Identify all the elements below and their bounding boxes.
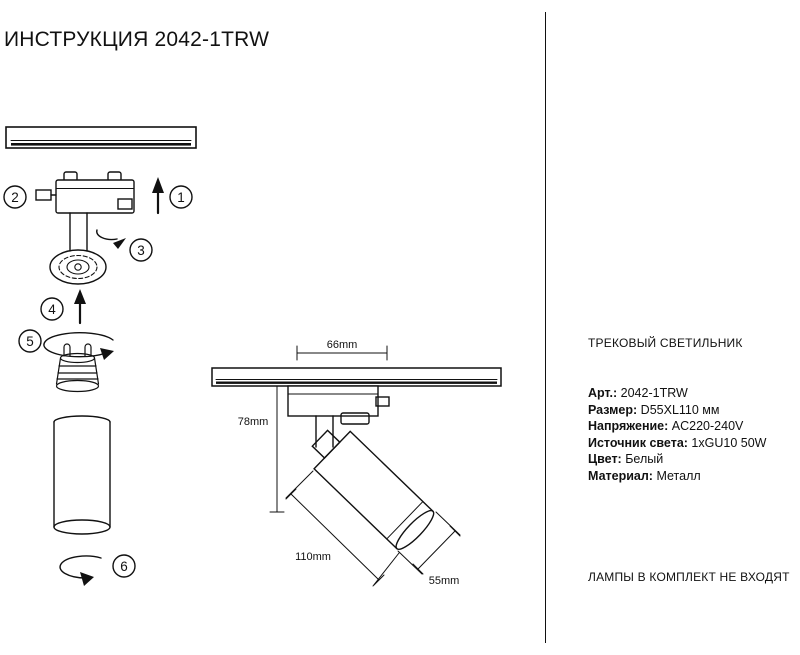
step-4-number: 4 — [48, 302, 56, 317]
step-6-number: 6 — [120, 559, 128, 574]
spec-label: Арт.: — [588, 386, 618, 400]
step-badges: 1 2 3 4 5 6 — [3, 185, 193, 578]
spec-label: Источник света: — [588, 435, 688, 450]
spec-label: Цвет: — [588, 452, 622, 466]
spec-row-color: Цвет: Белый — [588, 451, 766, 468]
spec-label: Материал: — [588, 468, 653, 483]
dim-55mm-label: 55mm — [429, 575, 460, 587]
spec-row-voltage: Напряжение: AC220-240V — [588, 418, 766, 435]
spec-value: D55XL110 мм — [640, 402, 720, 417]
lamp-body-drawing — [53, 415, 111, 535]
step-1-number: 1 — [177, 190, 185, 205]
product-type: ТРЕКОВЫЙ СВЕТИЛЬНИК — [588, 336, 743, 350]
arrow-rotate-step3-icon — [96, 229, 126, 249]
arrow-rotate-step6-icon — [59, 555, 102, 586]
arrow-up-step1-icon — [152, 177, 164, 215]
spec-row-size: Размер: D55XL110 мм — [588, 402, 766, 419]
step-3-number: 3 — [137, 243, 145, 258]
track-adapter-drawing — [35, 171, 135, 285]
assembly-steps-drawing: 1 2 3 4 5 6 — [3, 126, 197, 586]
track-rail-dim-drawing — [211, 367, 502, 387]
spec-value: 1xGU10 50W — [691, 435, 767, 450]
assembly-arrows — [43, 177, 164, 586]
spec-list: Арт.: 2042-1TRW Размер: D55XL110 мм Напр… — [588, 385, 766, 484]
instruction-diagram: 1 2 3 4 5 6 — [3, 126, 502, 587]
step-2-number: 2 — [11, 190, 19, 205]
spec-row-art: Арт.: 2042-1TRW — [588, 385, 766, 402]
dimensioned-drawing: 66mm 78mm 110mm — [211, 339, 502, 587]
spec-value: Металл — [656, 468, 701, 483]
dim-110mm-label: 110mm — [295, 551, 331, 563]
spec-label: Размер: — [588, 402, 638, 417]
spec-row-light-source: Источник света: 1xGU10 50W — [588, 435, 766, 452]
dim-110mm: 110mm — [285, 470, 400, 587]
spec-value: Белый — [625, 452, 664, 466]
arrow-rotate-step5-icon — [43, 332, 114, 360]
adapter-dim-drawing — [287, 385, 390, 448]
arrow-up-step4-icon — [74, 289, 86, 325]
step-5-number: 5 — [26, 334, 34, 349]
spec-row-material: Материал: Металл — [588, 468, 766, 485]
dim-66mm: 66mm — [296, 339, 388, 361]
page-title: ИНСТРУКЦИЯ 2042-1TRW — [4, 28, 270, 51]
spotlight-head-drawing — [311, 429, 435, 550]
dimension-annotations: 66mm 78mm 110mm — [238, 339, 461, 587]
spec-label: Напряжение: — [588, 419, 669, 433]
dim-78mm-label: 78mm — [238, 416, 269, 428]
lamps-note: ЛАМПЫ В КОМПЛЕКТ НЕ ВХОДЯТ — [588, 570, 790, 584]
vertical-divider — [545, 12, 546, 643]
dim-78mm: 78mm — [238, 385, 285, 513]
gu10-bulb-drawing — [55, 343, 100, 393]
track-rail-drawing — [5, 126, 197, 149]
dim-66mm-label: 66mm — [327, 339, 358, 351]
spec-value: 2042-1TRW — [620, 386, 688, 400]
spec-value: AC220-240V — [671, 419, 744, 433]
dim-55mm: 55mm — [397, 511, 461, 587]
